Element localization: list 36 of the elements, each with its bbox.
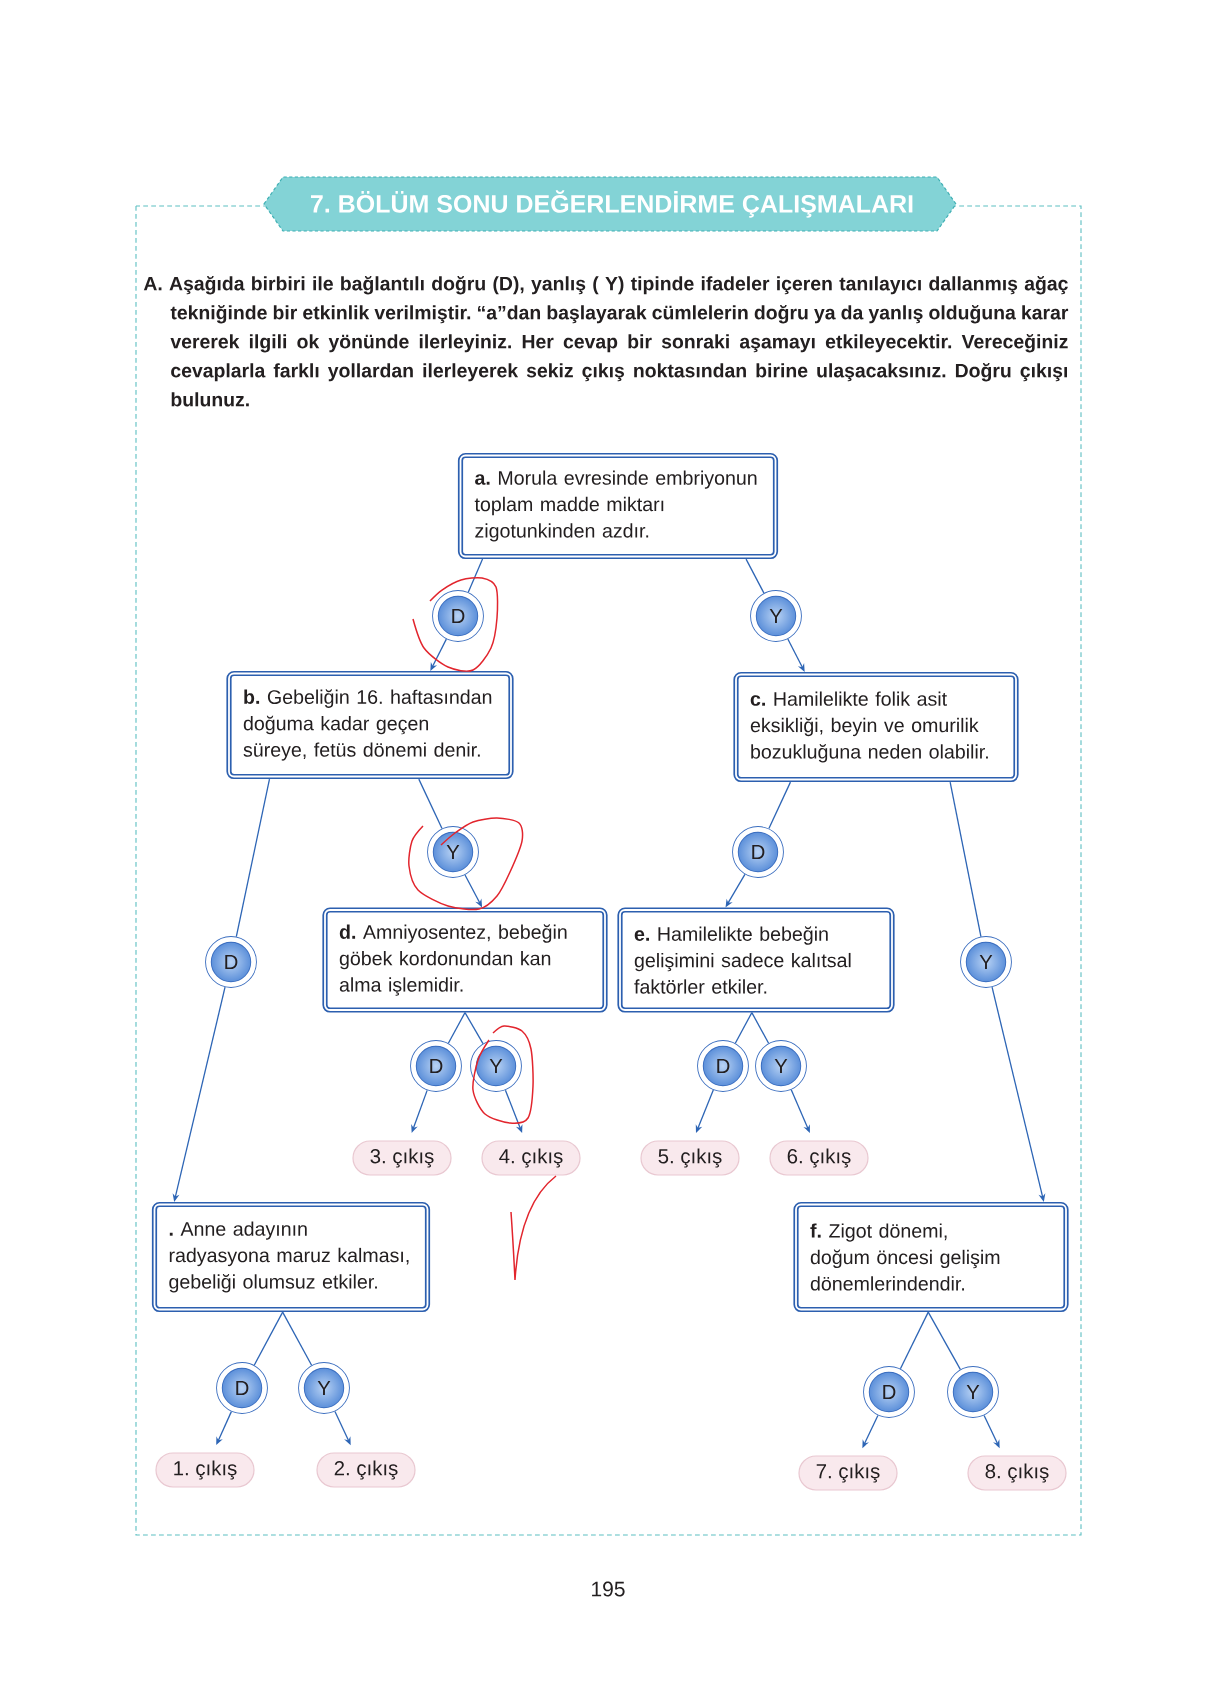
connector-line <box>464 1011 484 1045</box>
statement-box: c. Hamilelikte folik asit eksikliği, beyin ve omurilik bozukluğuna neden olabilir. <box>733 671 1019 783</box>
arrow <box>504 1089 523 1133</box>
connector-line <box>235 778 271 938</box>
connector-line <box>447 1011 466 1044</box>
connector-line <box>467 558 484 593</box>
statement-box: b. Gebeliğin 16. haftasından doğuma kadar geçen süreye, fetüs dönemi denir. <box>226 670 514 780</box>
exit-pill: 1. çıkış <box>155 1452 255 1488</box>
statement-box: d. Amniyosentez, bebeğin göbek kordonundan kan alma işlemidir. <box>322 907 608 1013</box>
title-banner: 7. BÖLÜM SONU DEĞERLENDİRME ÇALIŞMALARI <box>263 176 957 232</box>
exit-pill: 8. çıkış <box>967 1455 1067 1491</box>
connector-line <box>949 781 982 938</box>
connector-line <box>734 1011 753 1044</box>
connector-line <box>751 1011 770 1044</box>
page-number: 195 <box>592 1581 625 1597</box>
exit-pill: 3. çıkış <box>352 1140 452 1176</box>
statement-box: e. Hamilelikte bebeğin gelişimini sadece kalıtsal faktörler etkiler. <box>617 907 895 1013</box>
exit-pill: 2. çıkış <box>316 1452 416 1488</box>
statement-box: . Anne adayının radyasyona maruz kalması, gebeliği olumsuz etkiler. <box>151 1201 431 1313</box>
exit-pill: 6. çıkış <box>769 1140 869 1176</box>
connector-line <box>927 1311 961 1371</box>
exit-pill: 4. çıkış <box>481 1140 581 1176</box>
exit-pill: 7. çıkış <box>798 1455 898 1491</box>
connector-line <box>768 781 792 830</box>
connector-line <box>899 1311 929 1370</box>
arrow <box>787 638 805 672</box>
connector-line <box>282 1311 313 1366</box>
connector-line <box>418 778 443 830</box>
statement-box: a. Morula evresinde embriyonun toplam madde miktarı zigotunkinden azdır. <box>457 452 779 560</box>
instruction-text: A. Aşağıda birbiri ile bağlantılı doğru (D), yanlış ( Y) tipinde ifadeler içeren tanılayıcı dallanmış ağaç tekniğinde bir etkinlik verilmiştir. “a”dan başlayarak cümlelerin doğru ya da yanlış olduğuna karar vererek ilgili ok yönünde ilerleyiniz. Her cevap bir sonraki aşamayı etkileyecektir. Vereceğiniz cevaplarla farklı yollardan ilerleyerek sekiz çıkış noktasından birine ulaşacaksınız. Doğru çıkışı bulunuz. <box>143 276 1069 407</box>
connector-line <box>253 1311 284 1366</box>
arrow <box>695 1089 714 1133</box>
arrow <box>430 638 447 671</box>
connector-line <box>745 558 765 594</box>
exit-pill: 5. çıkış <box>640 1140 740 1176</box>
statement-box: f. Zigot dönemi, doğum öncesi gelişim dönemlerindendir. <box>793 1201 1069 1313</box>
